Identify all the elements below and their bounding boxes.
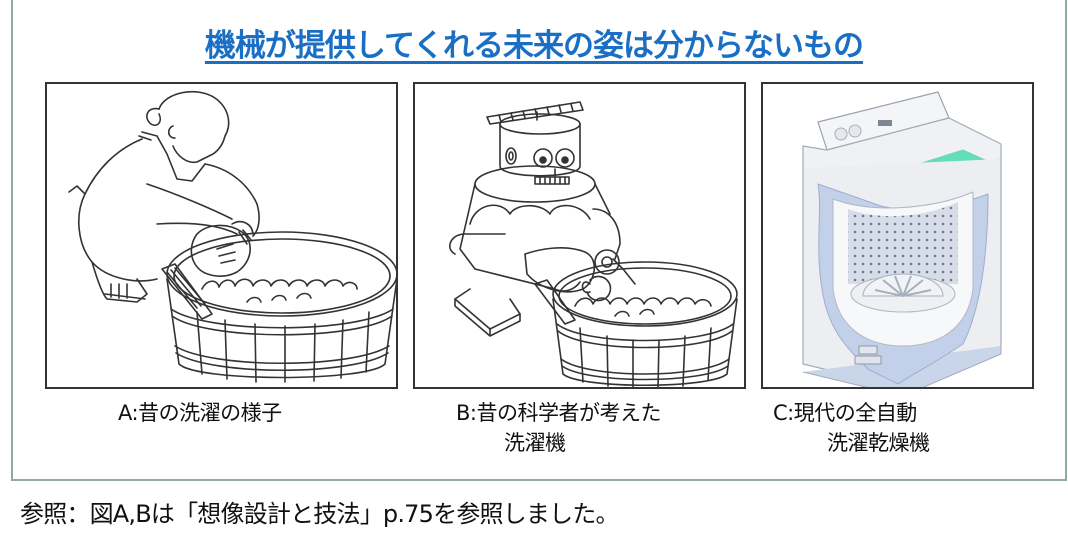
caption-b: B:昔の科学者が考えた 洗濯機 (456, 398, 661, 458)
robot-washing-illustration (449, 101, 738, 387)
caption-a: A:昔の洗濯の様子 (118, 398, 282, 428)
slide-title: 機械が提供してくれる未来の姿は分からないもの (0, 20, 1068, 65)
caption-b-line1: B:昔の科学者が考えた (456, 401, 661, 425)
caption-c-line2: 洗濯乾燥機 (827, 431, 930, 455)
panel-b-illustration (413, 82, 746, 389)
woman-washing-illustration (68, 90, 396, 383)
caption-c: C:現代の全自動 洗濯乾燥機 (773, 398, 930, 458)
reference-note: 参照：図A,Bは「想像設計と技法」p.75を参照しました。 (20, 500, 620, 528)
caption-c-line1: C:現代の全自動 (773, 401, 917, 425)
panel-a-illustration (45, 82, 398, 389)
caption-b-line2: 洗濯機 (504, 431, 566, 455)
slide-title-text: 機械が提供してくれる未来の姿は分からないもの (204, 28, 864, 64)
washing-machine-illustration (802, 91, 1002, 387)
panel-c-illustration (761, 82, 1034, 389)
caption-a-line1: A:昔の洗濯の様子 (118, 401, 282, 425)
